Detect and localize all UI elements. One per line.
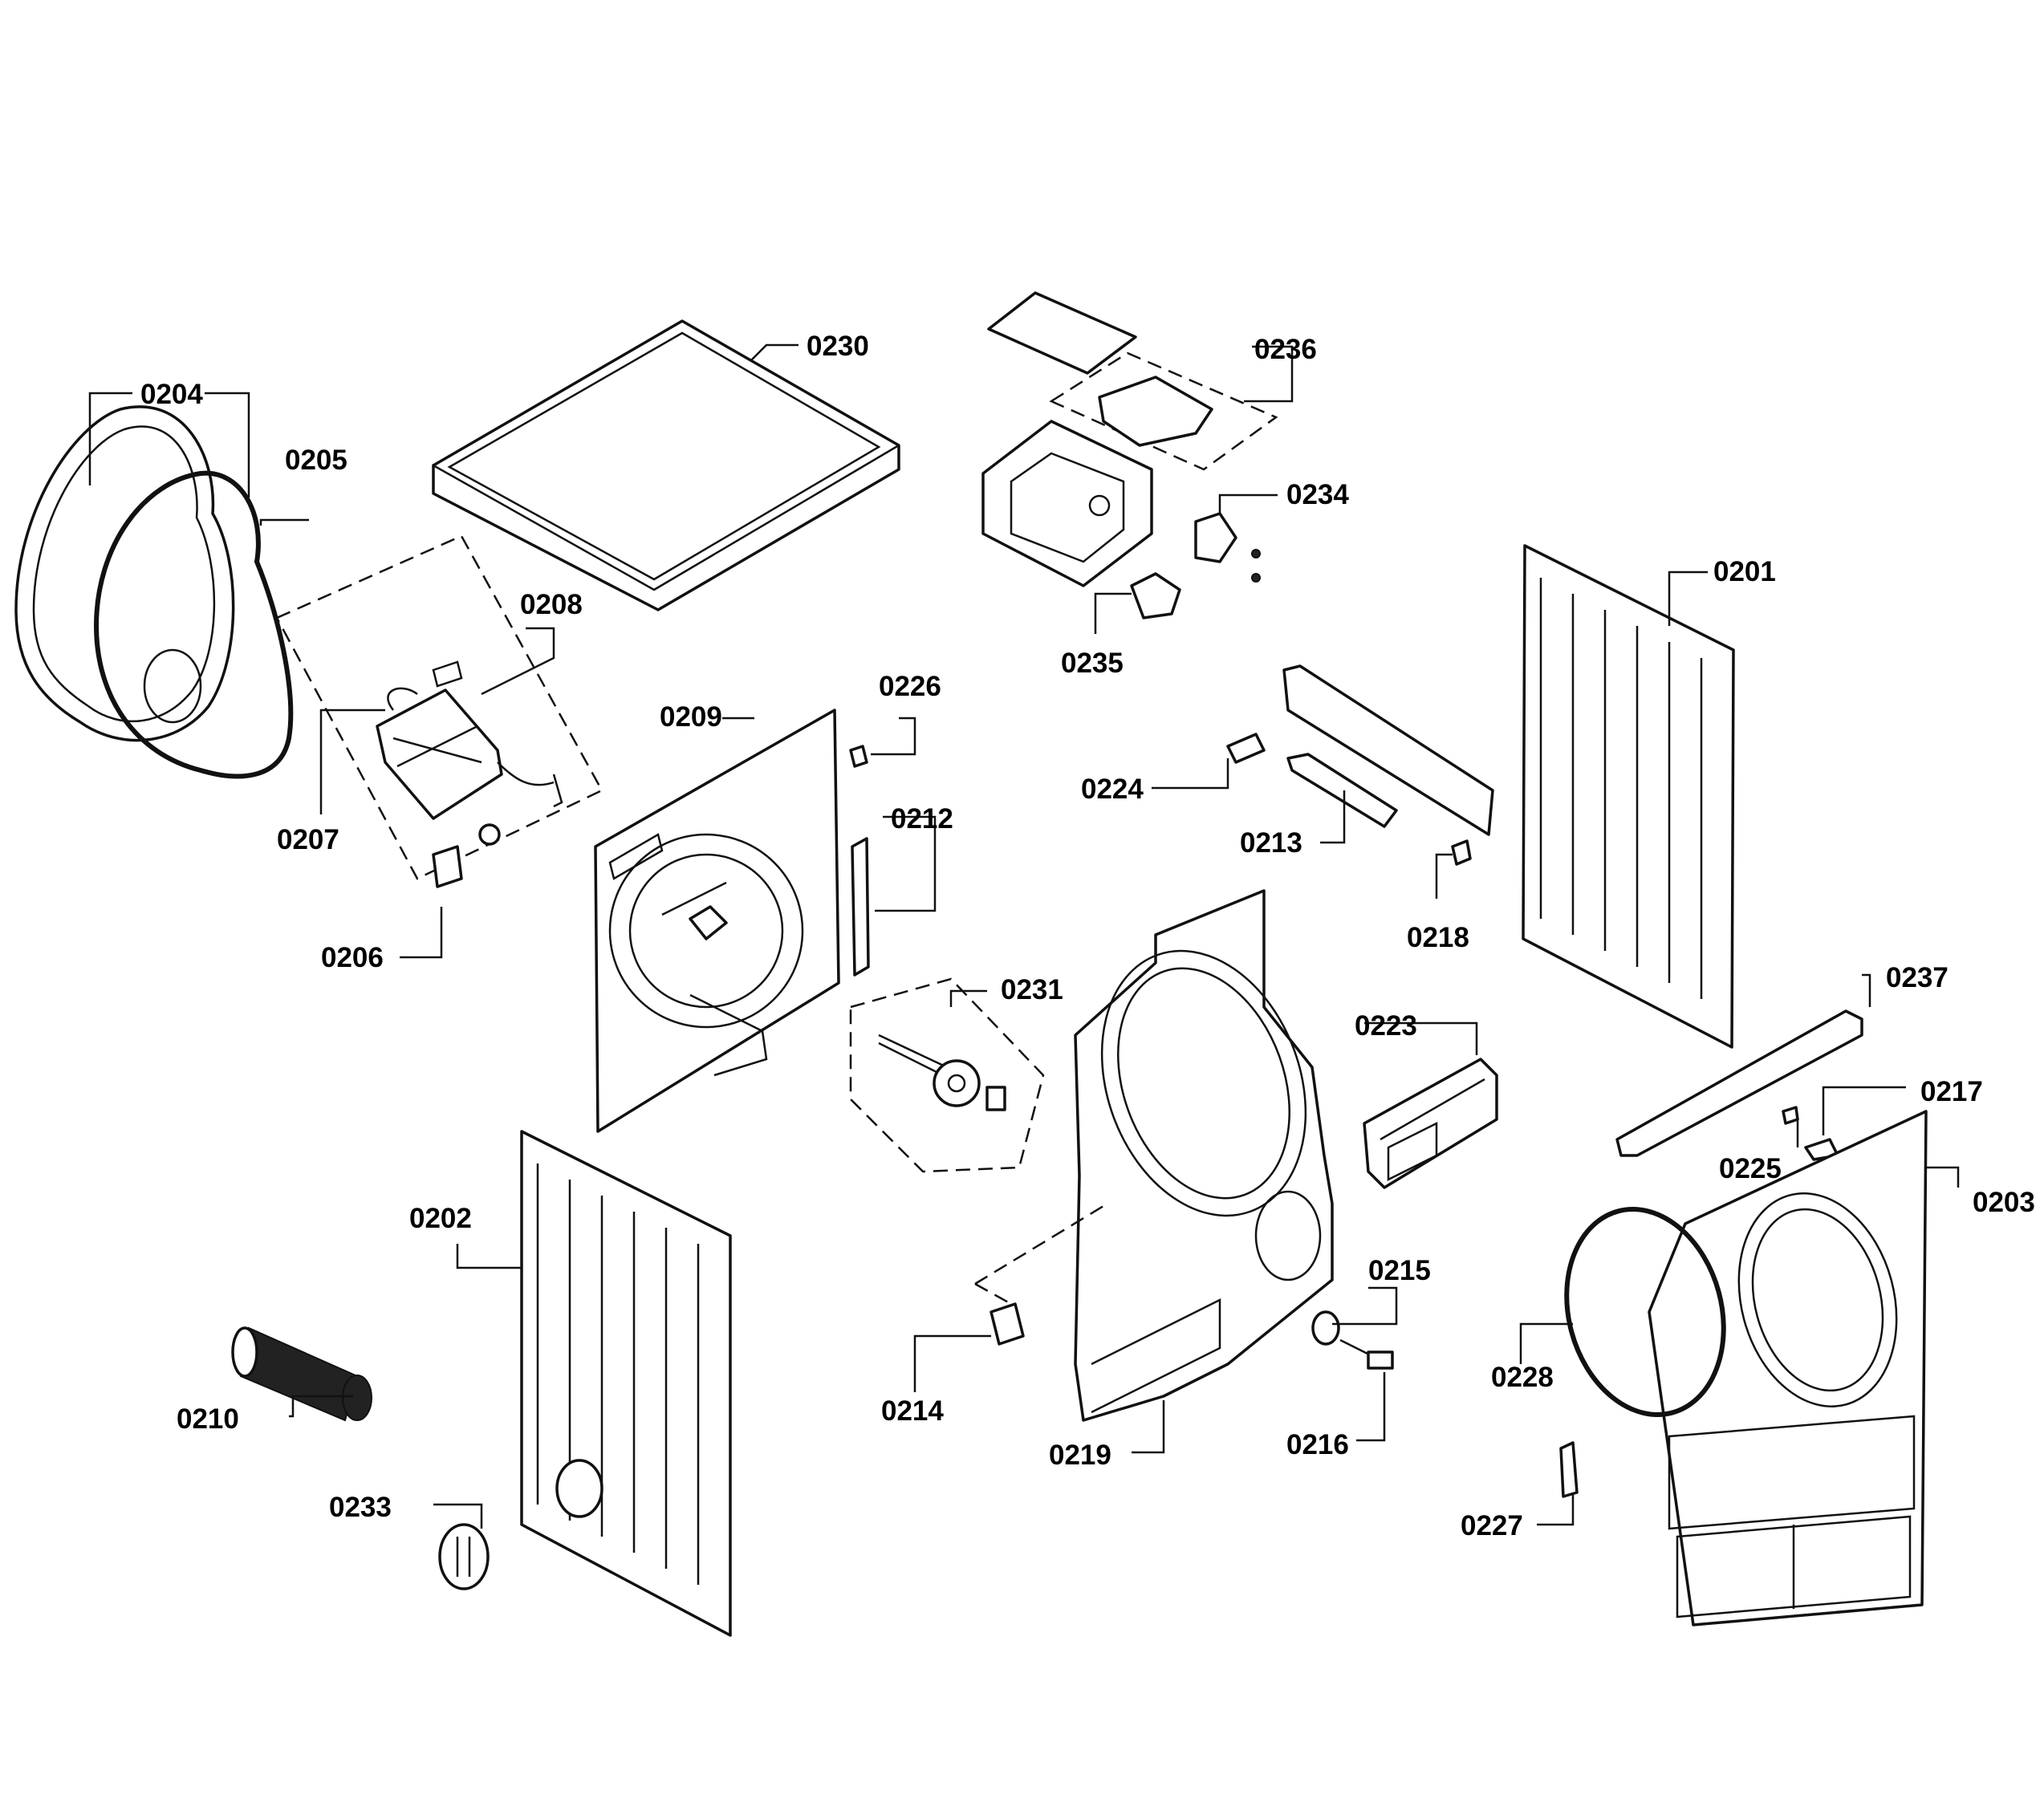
- part-0213-control-board: [1282, 664, 1494, 836]
- part-0236-heater: [1098, 376, 1213, 447]
- label-0235: 0235: [1061, 648, 1124, 679]
- label-0210: 0210: [177, 1403, 239, 1435]
- part-0223-lint-filter: [1363, 1058, 1498, 1189]
- part-0206-group-outline: [275, 534, 603, 880]
- label-0231: 0231: [1001, 974, 1063, 1005]
- part-0236-housing: [981, 420, 1153, 587]
- label-0228: 0228: [1491, 1362, 1554, 1393]
- label-0217: 0217: [1920, 1076, 1983, 1107]
- part-0207-module: [376, 687, 503, 820]
- part-labels: 0201 0202 0203 0204 0205 0206 0207 0208 …: [140, 331, 2035, 1541]
- part-0216-sensor: [1339, 1338, 1394, 1370]
- part-0227-clip: [1559, 1441, 1579, 1498]
- label-0225: 0225: [1719, 1153, 1782, 1184]
- label-0227: 0227: [1461, 1510, 1523, 1541]
- part-0225-clip: [1782, 1106, 1799, 1125]
- part-0224-switch: [1226, 733, 1266, 764]
- label-0215: 0215: [1368, 1255, 1431, 1286]
- label-0236: 0236: [1254, 334, 1317, 365]
- part-0230-top-cover: [432, 319, 900, 611]
- part-0226-clip: [849, 745, 868, 768]
- label-0209: 0209: [660, 701, 722, 733]
- part-0215-knob: [1311, 1310, 1340, 1346]
- label-0234: 0234: [1286, 479, 1349, 510]
- part-0219-front-bulkhead: [974, 889, 1334, 1422]
- part-0228-door-seal: [1564, 1207, 1726, 1417]
- part-0235-thermostat: [1130, 572, 1181, 619]
- label-0201: 0201: [1713, 556, 1776, 587]
- label-0214: 0214: [881, 1395, 944, 1427]
- label-0212: 0212: [891, 803, 953, 835]
- part-0210-exhaust-hose: [231, 1326, 372, 1422]
- part-0236-heater-cover: [987, 291, 1137, 375]
- part-0209-rear-panel: [594, 709, 840, 1133]
- label-0223: 0223: [1355, 1010, 1417, 1042]
- label-0233: 0233: [329, 1492, 392, 1523]
- part-0236-group-outline: [1049, 351, 1278, 471]
- label-0219: 0219: [1049, 1440, 1111, 1471]
- leader-lines: [88, 343, 1960, 1529]
- part-0214-door-lock: [989, 1302, 1025, 1346]
- label-0213: 0213: [1240, 827, 1302, 859]
- part-0231-shaft: [878, 1034, 1006, 1111]
- label-0203: 0203: [1973, 1187, 2035, 1218]
- part-0233-cap: [438, 1523, 490, 1590]
- label-0224: 0224: [1081, 774, 1144, 805]
- label-0218: 0218: [1407, 922, 1469, 953]
- label-0202: 0202: [409, 1203, 472, 1234]
- part-0203-front-panel: [1648, 1110, 1928, 1626]
- part-0208-harness: [432, 660, 563, 846]
- label-0226: 0226: [879, 671, 941, 702]
- part-0205-drum-seal: [93, 470, 294, 779]
- part-0206-bracket: [432, 845, 463, 888]
- part-0231-group-outline: [849, 977, 1045, 1173]
- label-0206: 0206: [321, 942, 384, 973]
- label-0216: 0216: [1286, 1429, 1349, 1460]
- part-0201-side-panel: [1522, 544, 1735, 1049]
- part-0218-clip: [1451, 839, 1472, 866]
- label-0204: 0204: [140, 379, 203, 410]
- label-0207: 0207: [277, 824, 339, 855]
- part-0212-bracket: [851, 837, 870, 977]
- label-0230: 0230: [807, 331, 869, 362]
- label-0237: 0237: [1886, 962, 1949, 993]
- label-0205: 0205: [285, 445, 347, 476]
- part-0234-thermostat: [1194, 512, 1261, 583]
- part-0204-rear-bulkhead: [14, 405, 235, 742]
- part-0237-rail: [1615, 1009, 1863, 1157]
- label-0208: 0208: [520, 589, 583, 620]
- part-0202-side-panel: [520, 1130, 732, 1637]
